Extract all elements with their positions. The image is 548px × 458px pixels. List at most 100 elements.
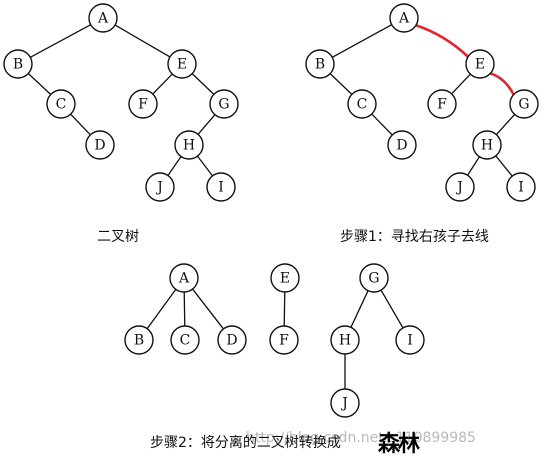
caption-original: 二叉树 (97, 229, 139, 245)
edge-e-f (283, 291, 286, 327)
edge-g-h (495, 113, 516, 136)
watermark: http://blog.csdn.net/s110899985 (246, 430, 476, 446)
handwritten-forest: 森林 (378, 431, 420, 457)
node-circle (269, 325, 299, 355)
edge-e-f (152, 73, 173, 95)
node-label: D (396, 138, 407, 154)
edge-b-c (27, 73, 52, 95)
edge-e-g (191, 73, 215, 95)
node-label: C (56, 97, 67, 113)
node-label: C (357, 97, 368, 113)
node-b: B (305, 49, 335, 79)
node-a: A (389, 3, 419, 33)
node-g: G (509, 89, 539, 119)
original-tree: A B C D E F G H J I (3, 3, 239, 202)
node-circle (169, 263, 199, 293)
node-circle (389, 3, 419, 33)
node-label: A (178, 271, 190, 287)
edge-h-i (196, 155, 214, 177)
node-f: F (427, 89, 457, 119)
node-label: F (138, 97, 148, 113)
edge-b-c (329, 73, 353, 95)
node-label: A (398, 11, 410, 27)
node-b: B (3, 49, 33, 79)
node-circle (387, 130, 417, 160)
forest-tree-e: EF (269, 263, 300, 355)
node-b: B (124, 325, 154, 355)
node-circle (270, 263, 300, 293)
node-c: C (347, 89, 377, 119)
node-i: I (206, 172, 236, 202)
forest-tree-a: A B C D (124, 263, 247, 355)
node-label: G (368, 271, 379, 287)
node-g: G (209, 89, 239, 119)
node-circle (88, 3, 118, 33)
edge-a-e (114, 24, 171, 58)
node-circle (206, 172, 236, 202)
node-label: J (455, 180, 463, 196)
removed-edge-e-g (489, 72, 515, 96)
node-circle (305, 49, 335, 79)
node-circle (506, 172, 536, 202)
node-circle (359, 263, 389, 293)
node-label: B (134, 333, 144, 349)
node-label: G (218, 97, 229, 113)
node-j: J (330, 388, 360, 418)
edge-g-h (350, 290, 369, 328)
node-circle (170, 325, 200, 355)
edge-h-j (167, 156, 182, 176)
node-circle (209, 89, 239, 119)
node-label: D (226, 333, 237, 349)
node-circle (128, 89, 158, 119)
node-circle (427, 89, 457, 119)
node-label: J (340, 396, 348, 412)
edge-c-d (371, 113, 393, 136)
node-circle (167, 49, 197, 79)
node-j: J (445, 172, 475, 202)
node-label: H (183, 138, 195, 154)
node-circle (465, 49, 495, 79)
node-circle (3, 49, 33, 79)
caption-step1: 步骤1：寻找右孩子去线 (340, 229, 489, 245)
node-h: H (472, 130, 502, 160)
node-a: A (88, 3, 118, 33)
edge-h-i (495, 155, 513, 177)
forest-tree-g: G H I J (330, 263, 425, 418)
edge-a-b (30, 24, 91, 58)
node-i: I (506, 172, 536, 202)
node-e: E (270, 263, 300, 293)
node-label: E (177, 57, 187, 73)
node-f: F (128, 89, 158, 119)
node-d: D (217, 325, 247, 355)
node-circle (445, 172, 475, 202)
node-label: C (180, 333, 191, 349)
node-c: C (170, 325, 200, 355)
node-a: A (169, 263, 199, 293)
node-d: D (85, 130, 115, 160)
node-label: D (94, 138, 105, 154)
node-label: B (315, 57, 325, 73)
edge-h-j (467, 156, 480, 176)
edge-a-b (331, 24, 393, 58)
removed-edge-a-e (414, 23, 470, 59)
node-label: H (339, 333, 351, 349)
node-label: G (518, 97, 529, 113)
node-circle (330, 325, 360, 355)
node-label: I (407, 333, 413, 349)
node-e: E (465, 49, 495, 79)
step1-tree: A B C D E F G H J I (305, 3, 539, 202)
edge-c-d (70, 113, 91, 136)
edge-g-i (380, 289, 404, 329)
node-circle (85, 130, 115, 160)
node-label: I (218, 180, 224, 196)
node-j: J (145, 172, 175, 202)
node-e: E (167, 49, 197, 79)
edge-a-c (183, 291, 186, 327)
node-label: E (475, 57, 485, 73)
node-circle (174, 130, 204, 160)
node-circle (330, 388, 360, 418)
node-circle (124, 325, 154, 355)
node-circle (145, 172, 175, 202)
node-label: B (13, 57, 23, 73)
